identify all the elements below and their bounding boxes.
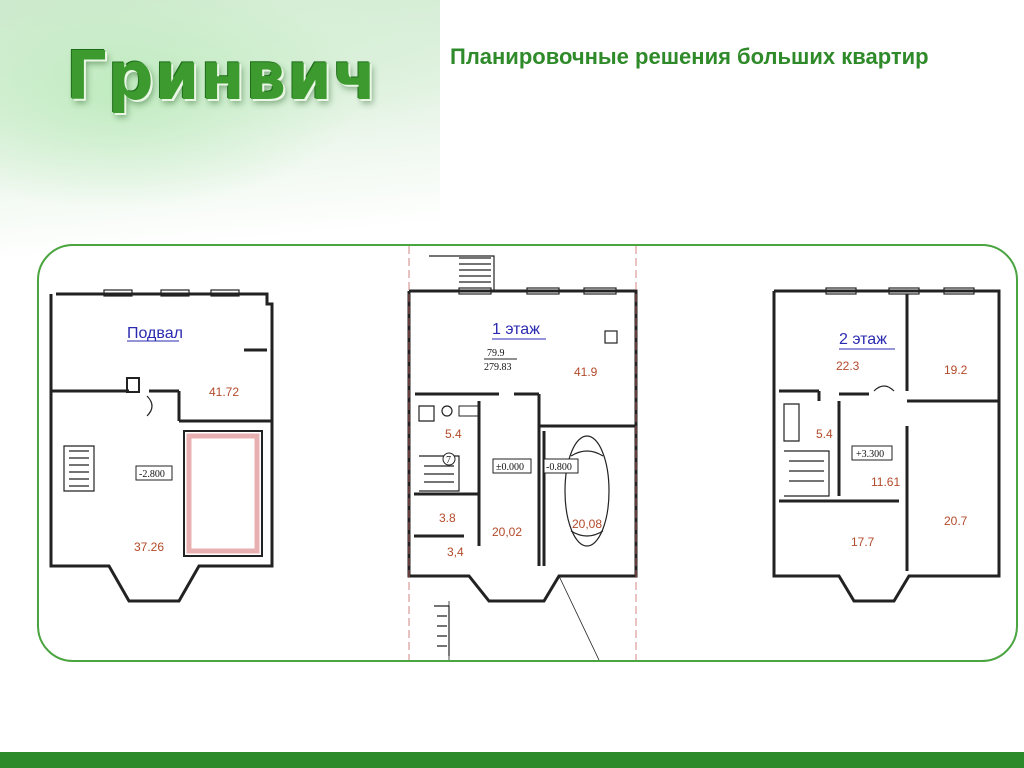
- floor2-plan: [772, 289, 1001, 603]
- floor1-area-total: 79.9: [487, 348, 505, 359]
- basement-room-label: 37.26: [134, 540, 164, 554]
- page-title: Планировочные решения больших квартир: [450, 44, 929, 69]
- floor2-room-label: 19.2: [944, 363, 968, 377]
- floor-plans-drawing: Подвал 41.72 -2.800 37.26 1 этаж 79.9 27…: [49, 246, 1001, 660]
- floor1-room-label: 5.4: [445, 427, 462, 441]
- floor1-level-main: ±0.000: [496, 462, 524, 473]
- floor2-room-label: 5.4: [816, 427, 833, 441]
- floor2-room-label: 20.7: [944, 514, 968, 528]
- floor2-room-label: 17.7: [851, 535, 875, 549]
- basement-label: Подвал: [127, 325, 183, 342]
- basement-plan: [49, 292, 274, 603]
- basement-level: -2.800: [139, 469, 165, 480]
- floor-plans-panel: Подвал 41.72 -2.800 37.26 1 этаж 79.9 27…: [37, 244, 1018, 662]
- floor1-room-label: 41.9: [574, 365, 598, 379]
- floor1-room-label: 20,08: [572, 517, 602, 531]
- footer-bar: [0, 752, 1024, 768]
- floor1-label: 1 этаж: [492, 321, 540, 338]
- floor1-stair-number: 7: [446, 455, 451, 466]
- basement-room-label: 41.72: [209, 385, 239, 399]
- floor1-level-garage: -0.800: [546, 462, 572, 473]
- floor1-room-label: 20,02: [492, 525, 522, 539]
- floor2-room-label: 22.3: [836, 359, 860, 373]
- floor2-label: 2 этаж: [839, 331, 887, 348]
- logo: Гринвич: [66, 38, 378, 116]
- floor2-level: +3.300: [856, 449, 884, 460]
- floor2-room-label: 11.61: [871, 475, 900, 489]
- header-background: Гринвич: [0, 0, 440, 270]
- floor1-room-label: 3.8: [439, 511, 456, 525]
- floor1-room-label: 3,4: [447, 545, 464, 559]
- floor1-area-sub: 279.83: [484, 362, 512, 373]
